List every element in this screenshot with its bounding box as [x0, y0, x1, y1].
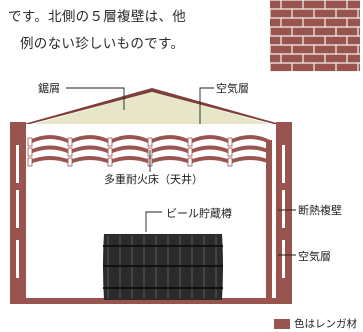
vault-pier — [147, 137, 153, 147]
vault-pier — [107, 147, 113, 157]
beer-barrel-icon — [103, 234, 223, 300]
vault-arch — [70, 135, 110, 144]
vault-pier — [187, 137, 193, 147]
legend: 色はレンガ材 — [274, 316, 357, 331]
building-structure — [10, 88, 292, 304]
vault-arch — [190, 135, 230, 144]
vault-pier — [27, 157, 33, 167]
air-gap-slit — [282, 190, 285, 228]
legend-text: 色はレンガ材 — [294, 318, 357, 330]
label-sawdust: 鋸屑 — [38, 82, 60, 95]
leader-lines — [66, 87, 296, 256]
vault-pier — [27, 137, 33, 147]
vault-arch — [190, 156, 230, 164]
vault-pier — [67, 137, 73, 147]
air-gap-slit — [282, 145, 285, 183]
vault-pier — [187, 147, 193, 157]
vault-arch — [70, 145, 110, 154]
fireproof-vault-floor — [27, 135, 270, 167]
air-gap-slit — [16, 145, 19, 183]
vault-arch — [110, 135, 150, 144]
vault-arch — [30, 145, 70, 154]
vault-arch — [70, 156, 110, 164]
label-air-layer-top: 空気層 — [216, 82, 249, 95]
intro-line-2: 例のない珍しいものです。 — [20, 36, 185, 52]
vault-arch — [230, 135, 270, 144]
vault-pier — [107, 137, 113, 147]
right-inner-wall — [266, 140, 272, 298]
brick-color-swatch — [274, 318, 290, 329]
barrel-bands — [103, 236, 223, 298]
vault-pier — [227, 147, 233, 157]
vault-arch — [110, 145, 150, 154]
vault-arch — [30, 156, 70, 164]
vault-pier — [227, 157, 233, 167]
air-gap-slit — [16, 190, 19, 228]
air-gap-slit — [282, 240, 285, 278]
vault-pier — [107, 157, 113, 167]
sawdust-layer — [34, 92, 270, 124]
label-air-layer-side: 空気層 — [298, 250, 331, 263]
air-gap-slit — [16, 240, 19, 278]
label-insulation-wall: 断熱複壁 — [298, 204, 342, 217]
vault-pier — [227, 137, 233, 147]
intro-line-1: です。北側の５層複壁は、他 — [8, 9, 187, 25]
vault-pier — [27, 147, 33, 157]
vault-pier — [67, 157, 73, 167]
vault-arch — [230, 145, 270, 154]
wall-air-gaps — [16, 145, 285, 278]
vault-pier — [67, 147, 73, 157]
vault-arch — [150, 145, 190, 154]
vault-arch — [110, 156, 150, 164]
label-fireproof-floor: 多重耐火床（天井） — [104, 173, 203, 186]
intro-text: です。北側の５層複壁は、他 例のない珍しいものです。 — [8, 4, 186, 58]
vault-arch — [190, 145, 230, 154]
vault-arch — [230, 156, 270, 164]
floor-base — [10, 298, 292, 304]
vault-arch — [150, 156, 190, 164]
brick-sample-icon — [269, 0, 360, 72]
vault-pier — [187, 157, 193, 167]
vault-arch — [150, 135, 190, 144]
label-beer-cellar: ビール貯蔵樽 — [166, 207, 232, 220]
vault-arch — [30, 135, 70, 144]
